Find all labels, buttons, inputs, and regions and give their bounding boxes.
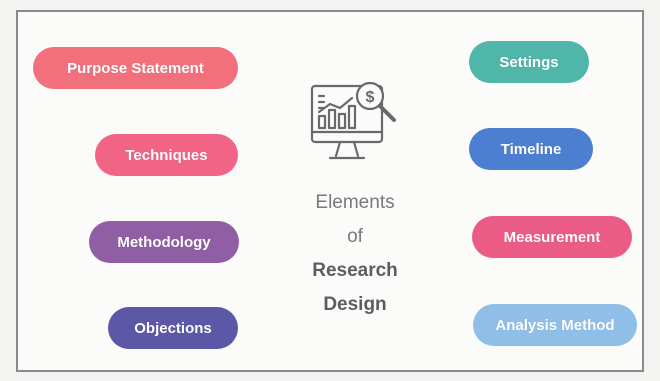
center-title-line-3: Research [312,260,398,281]
element-label: Analysis Method [495,316,615,334]
element-measurement: Measurement [472,216,632,258]
center-title: Elements of Research Design [280,186,430,322]
element-label: Purpose Statement [67,59,204,77]
element-settings: Settings [469,41,589,83]
element-objections: Objections [108,307,238,349]
element-techniques: Techniques [95,134,238,176]
element-label: Timeline [500,140,562,158]
element-label: Methodology [117,233,211,251]
element-methodology: Methodology [89,221,239,263]
svg-text:$: $ [366,89,375,106]
element-analysis-method: Analysis Method [473,304,637,346]
element-label: Measurement [503,228,601,246]
center-title-line-2: of [347,226,363,247]
element-timeline: Timeline [469,128,593,170]
element-purpose-statement: Purpose Statement [33,47,238,89]
center-title-line-1: Elements [315,192,395,213]
center-title-line-4: Design [323,294,387,315]
element-label: Settings [499,53,559,71]
element-label: Objections [134,319,212,337]
element-label: Techniques [125,146,208,164]
computer-chart-dollar-magnifier-icon: $ [310,81,396,160]
